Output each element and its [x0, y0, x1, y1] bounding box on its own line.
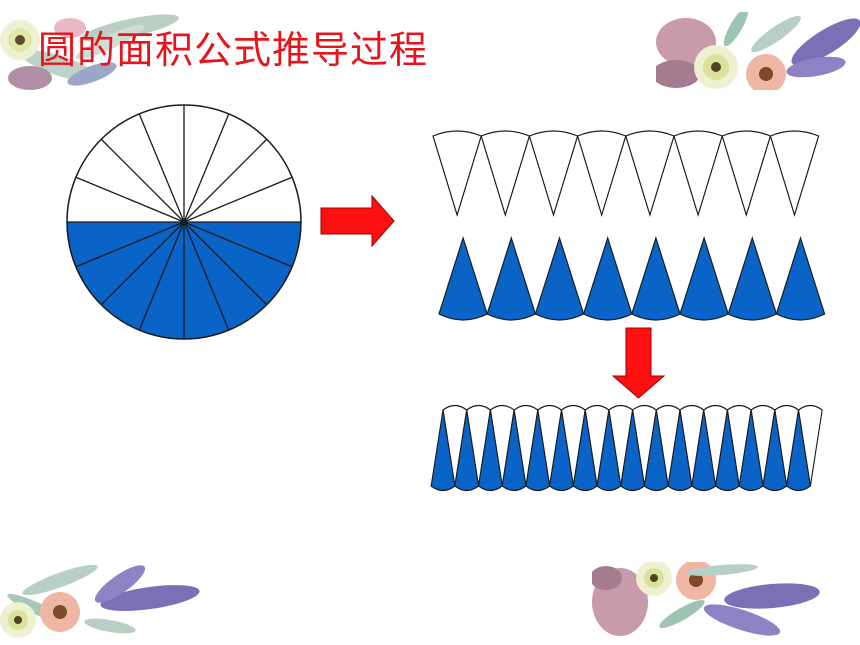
divided-circle — [66, 104, 302, 340]
arrow-right-shape — [320, 194, 395, 248]
circle-radius-line — [183, 138, 268, 223]
rearranged-blue-sector — [786, 409, 811, 492]
circle-radius-line — [183, 176, 293, 223]
circle-radius-line — [75, 221, 185, 268]
circle-radius-line — [100, 221, 185, 306]
white-sector — [576, 130, 627, 218]
floral-corner-bottom-right-icon — [592, 562, 820, 636]
blue-sector — [534, 236, 585, 321]
floral-corner-bottom-left-icon — [0, 564, 200, 638]
blue-sector — [775, 236, 826, 321]
white-sector — [721, 130, 772, 218]
rearranged-sectors — [430, 404, 823, 492]
blue-sector — [438, 236, 488, 321]
blue-sector — [727, 236, 778, 321]
circle-radius-line — [138, 221, 185, 331]
circle-radius-line — [183, 113, 230, 223]
circle-radius-line — [138, 113, 185, 223]
blue-sector — [582, 236, 633, 321]
white-sector-row — [432, 130, 820, 218]
white-sector — [625, 130, 675, 218]
floral-corner-top-right-icon — [656, 12, 860, 90]
circle-radius-line — [183, 221, 230, 331]
arrow-down-icon — [611, 327, 666, 399]
blue-sector — [679, 236, 729, 321]
white-sector — [769, 130, 820, 218]
page-title: 圆的面积公式推导过程 — [38, 28, 429, 72]
circle-radius-line — [183, 221, 268, 306]
arrow-right-icon — [320, 194, 395, 248]
rearranged-white-sector — [797, 404, 823, 487]
floral-corner-top-left-icon — [0, 14, 179, 90]
white-sector — [432, 130, 482, 218]
circle-radius-line — [183, 221, 293, 268]
circle-radius-line — [75, 176, 185, 223]
white-sector — [673, 130, 723, 218]
blue-sector — [631, 236, 681, 321]
blue-sector-row — [438, 236, 826, 321]
circle-outline — [66, 104, 302, 340]
white-sector — [480, 130, 531, 218]
blue-sector — [486, 236, 537, 321]
white-sector — [528, 130, 579, 218]
circle-radius-line — [100, 138, 185, 223]
arrow-down-shape — [611, 327, 666, 399]
